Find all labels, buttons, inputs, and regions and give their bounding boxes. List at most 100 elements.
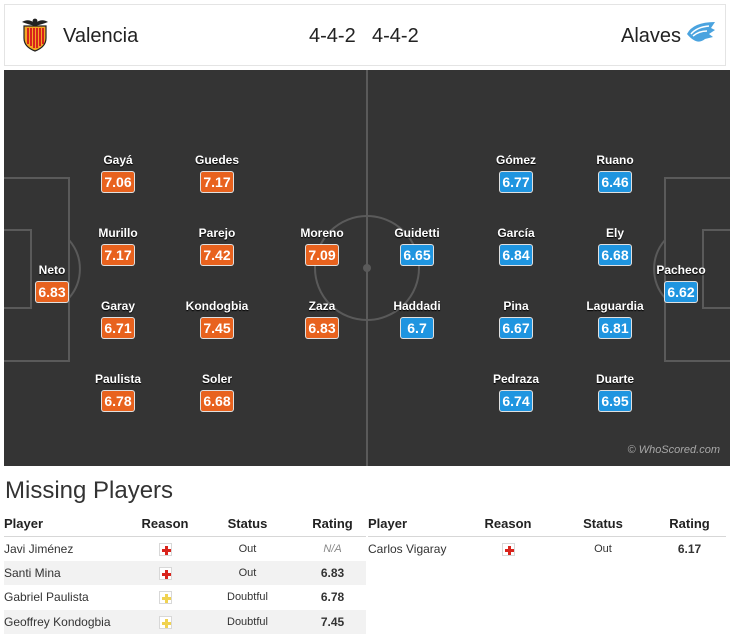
injury-icon[interactable]	[158, 542, 172, 556]
player-home-soler[interactable]: Soler 6.68	[182, 372, 252, 411]
missing-player-name[interactable]: Geoffrey Kondogbia	[4, 609, 134, 634]
player-away-pedraza[interactable]: Pedraza 6.74	[481, 372, 551, 411]
player-rating: 7.42	[201, 245, 233, 265]
missing-rating: 6.17	[677, 541, 702, 556]
injury-icon[interactable]	[158, 566, 172, 580]
player-away-garcia[interactable]: García 6.84	[481, 226, 551, 265]
player-away-gomez[interactable]: Gómez 6.77	[481, 153, 551, 192]
col-rating: Rating	[653, 512, 726, 537]
missing-player-name[interactable]: Santi Mina	[4, 560, 134, 585]
player-away-haddadi[interactable]: Haddadi 6.7	[382, 299, 452, 338]
player-rating: 7.17	[102, 245, 134, 265]
player-home-garay[interactable]: Garay 6.71	[83, 299, 153, 338]
player-home-gaya[interactable]: Gayá 7.06	[83, 153, 153, 192]
player-rating: 7.17	[201, 172, 233, 192]
player-away-laguardia[interactable]: Laguardia 6.81	[580, 299, 650, 338]
away-missing-table: Player Reason Status Rating Carlos Vigar…	[368, 512, 726, 561]
player-name: Pacheco	[656, 263, 706, 277]
col-player: Player	[4, 512, 134, 537]
player-home-parejo[interactable]: Parejo 7.42	[182, 226, 252, 265]
player-rating: 6.62	[665, 282, 697, 302]
col-rating: Rating	[299, 512, 366, 537]
player-name: Pina	[503, 299, 529, 313]
player-home-zaza[interactable]: Zaza 6.83	[287, 299, 357, 338]
table-row: Carlos Vigaray Out 6.17	[368, 536, 726, 561]
player-home-paulista[interactable]: Paulista 6.78	[83, 372, 153, 411]
col-reason: Reason	[134, 512, 196, 537]
player-name: Ely	[605, 226, 624, 240]
player-name: Garay	[100, 299, 136, 313]
player-name: Laguardia	[586, 299, 644, 313]
player-name: Gómez	[495, 153, 536, 167]
missing-rating: N/A	[323, 542, 342, 555]
doubtful-icon[interactable]	[158, 591, 172, 605]
missing-status: Out	[594, 542, 612, 555]
missing-player-name[interactable]: Javi Jiménez	[4, 541, 74, 556]
match-header: Valencia 4-4-2 4-4-2 Alaves	[4, 4, 726, 66]
player-name: Soler	[201, 372, 232, 386]
player-home-kondogbia[interactable]: Kondogbia 7.45	[182, 299, 252, 338]
player-rating: 6.77	[500, 172, 532, 192]
table-row: Javi Jiménez Out N/A	[4, 536, 366, 561]
player-away-pacheco[interactable]: Pacheco 6.62	[646, 263, 716, 302]
player-rating: 7.45	[201, 318, 233, 338]
player-rating: 6.67	[500, 318, 532, 338]
missing-status: Out	[238, 542, 257, 555]
home-team-name[interactable]: Valencia	[63, 25, 139, 47]
player-name: Moreno	[300, 226, 344, 240]
table-row: Geoffrey Kondogbia Doubtful 7.45	[4, 609, 366, 634]
player-rating: 6.65	[401, 245, 433, 265]
player-name: Haddadi	[393, 299, 441, 313]
player-name: Kondogbia	[185, 299, 249, 313]
table-header: Player Reason Status Rating	[4, 512, 366, 537]
pitch: Neto 6.83 Gayá 7.06 Murillo 7.17 Garay 6…	[4, 70, 730, 466]
player-home-guedes[interactable]: Guedes 7.17	[182, 153, 252, 192]
player-rating: 6.68	[201, 391, 233, 411]
player-name: Duarte	[595, 372, 634, 386]
player-home-neto[interactable]: Neto 6.83	[17, 263, 87, 302]
player-rating: 6.7	[401, 318, 433, 338]
player-rating: 6.83	[36, 282, 68, 302]
missing-rating: 6.78	[320, 590, 345, 605]
table-header: Player Reason Status Rating	[368, 512, 726, 537]
player-rating: 6.95	[599, 391, 631, 411]
away-team-name[interactable]: Alaves	[621, 25, 682, 47]
watermark: © WhoScored.com	[627, 444, 720, 456]
table-row: Gabriel Paulista Doubtful 6.78	[4, 585, 366, 610]
player-rating: 6.84	[500, 245, 532, 265]
player-home-moreno[interactable]: Moreno 7.09	[287, 226, 357, 265]
missing-rating: 7.45	[299, 609, 366, 634]
player-rating: 7.06	[102, 172, 134, 192]
col-status: Status	[196, 512, 299, 537]
col-status: Status	[553, 512, 653, 537]
player-away-ely[interactable]: Ely 6.68	[580, 226, 650, 265]
player-name: Gayá	[103, 153, 133, 167]
player-home-murillo[interactable]: Murillo 7.17	[83, 226, 153, 265]
player-rating: 6.81	[599, 318, 631, 338]
alaves-crest-icon	[687, 22, 715, 42]
player-rating: 6.46	[599, 172, 631, 192]
missing-player-name[interactable]: Carlos Vigaray	[368, 541, 447, 556]
player-name: Parejo	[198, 226, 236, 240]
player-name: Pedraza	[492, 372, 540, 386]
player-name: Neto	[38, 263, 66, 277]
player-away-ruano[interactable]: Ruano 6.46	[580, 153, 650, 192]
player-away-guidetti[interactable]: Guidetti 6.65	[382, 226, 452, 265]
missing-player-name[interactable]: Gabriel Paulista	[4, 590, 89, 605]
player-rating: 6.78	[102, 391, 134, 411]
player-rating: 6.83	[306, 318, 338, 338]
player-rating: 6.68	[599, 245, 631, 265]
home-missing-table: Player Reason Status Rating Javi Jiménez…	[4, 512, 366, 634]
injury-icon[interactable]	[501, 542, 515, 556]
missing-status: Out	[196, 560, 299, 585]
player-name: Murillo	[98, 226, 138, 240]
player-name: Guedes	[194, 153, 239, 167]
away-formation: 4-4-2	[372, 25, 419, 47]
col-player: Player	[368, 512, 463, 537]
player-name: Paulista	[94, 372, 142, 386]
player-name: Zaza	[308, 299, 336, 313]
doubtful-icon[interactable]	[158, 615, 172, 629]
pitch-markings	[4, 70, 730, 466]
player-away-pina[interactable]: Pina 6.67	[481, 299, 551, 338]
player-away-duarte[interactable]: Duarte 6.95	[580, 372, 650, 411]
